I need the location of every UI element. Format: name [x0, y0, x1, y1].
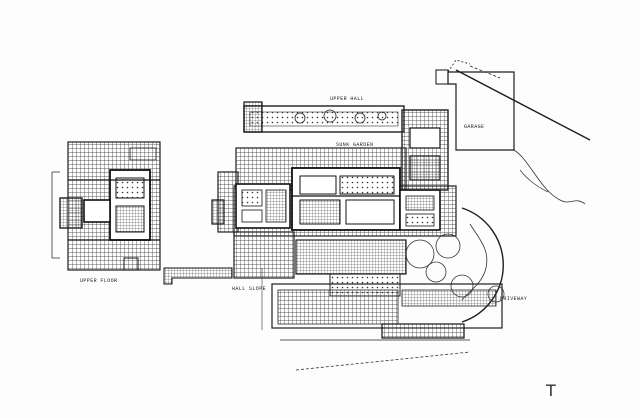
upper-floor-plan — [51, 141, 161, 271]
landscape-right — [405, 149, 586, 323]
main-house — [163, 109, 457, 285]
driveway-label: DRIVEWAY — [500, 296, 527, 302]
sunk-garden-label: SUNK GARDEN — [336, 142, 373, 148]
lower-terraces — [261, 239, 503, 371]
garage-block — [435, 59, 591, 151]
upper-hall-strip — [243, 101, 405, 133]
corner-mark: T — [545, 381, 556, 400]
upper-floor-label: UPPER FLOOR — [80, 278, 117, 284]
upper-hall-label: UPPER HALL — [330, 96, 364, 102]
garage-label: GARAGE — [464, 124, 484, 130]
hall-slope-label: HALL SLOPE — [232, 286, 266, 292]
